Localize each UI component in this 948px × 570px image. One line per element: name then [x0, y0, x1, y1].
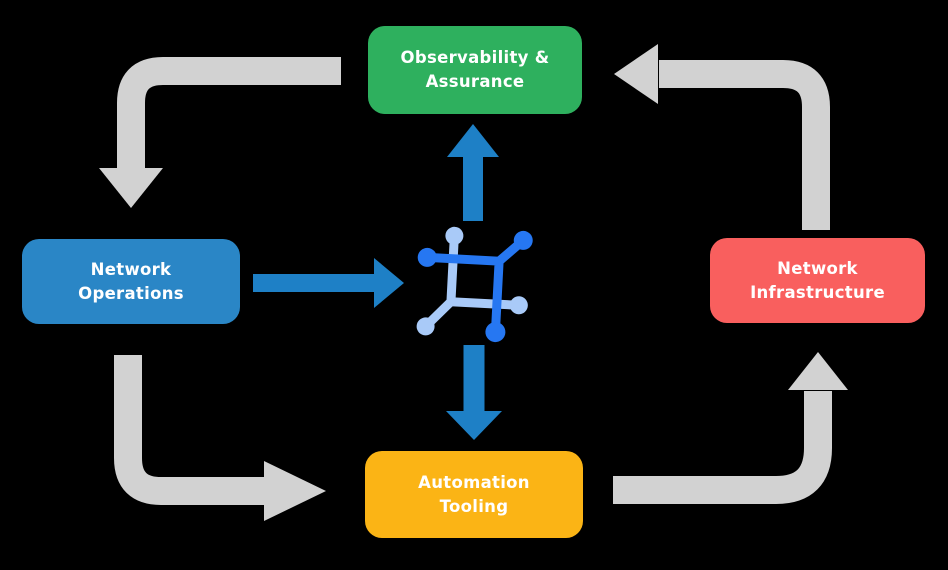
node-label-line: Automation [418, 472, 530, 492]
node-label-line: Network [90, 259, 172, 279]
node-label-line: Tooling [439, 496, 509, 516]
arrow-operations-to-automation [114, 355, 326, 521]
arrow-infrastructure-to-observability [614, 44, 830, 230]
node-label-line: Operations [78, 283, 184, 303]
node-label-line: Network [777, 258, 858, 278]
node-label-line: Assurance [425, 72, 525, 91]
arrow-hub-to-automation [446, 345, 502, 440]
node-network-infrastructure: Network Infrastructure [710, 238, 925, 323]
node-label-line: Observability & [400, 48, 550, 67]
network-hub-icon [416, 226, 533, 343]
node-label-line: Infrastructure [750, 282, 885, 302]
arrow-observability-to-operations [99, 57, 341, 208]
node-automation-tooling: Automation Tooling [365, 451, 583, 538]
arrow-hub-to-observability [447, 124, 499, 221]
node-observability-assurance: Observability & Assurance [368, 26, 582, 114]
node-network-operations: Network Operations [22, 239, 240, 324]
arrow-operations-to-hub [253, 258, 404, 308]
arrow-automation-to-infrastructure [613, 352, 848, 504]
